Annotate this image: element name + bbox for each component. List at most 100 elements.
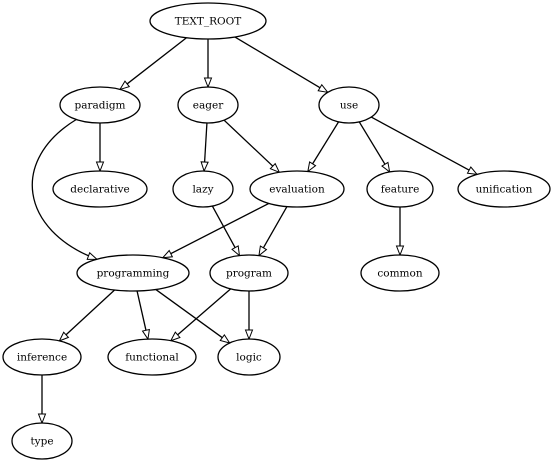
edges-layer: [31, 36, 479, 425]
edge-feature-to-common: [395, 207, 405, 257]
arrowhead-icon: [381, 161, 391, 174]
edge-line: [162, 202, 270, 259]
node-label: eager: [193, 100, 224, 112]
arrowhead-icon: [95, 161, 105, 173]
edge-line: [223, 119, 280, 173]
node-label: unification: [476, 184, 533, 196]
arrowhead-icon: [169, 331, 181, 342]
node-inference: inference: [2, 338, 82, 376]
node-ellipse: [76, 254, 190, 292]
arrowhead-icon: [37, 413, 47, 425]
arrowhead-icon: [141, 328, 150, 341]
edge-programming-to-inference: [58, 289, 116, 342]
edge-lazy-to-program: [211, 205, 241, 257]
node-program: program: [209, 254, 289, 292]
arrowhead-icon: [231, 245, 241, 257]
edge-evaluation-to-programming: [161, 202, 270, 259]
node-label: use: [340, 100, 358, 112]
node-ellipse: [172, 170, 234, 208]
node-logic: logic: [217, 338, 281, 376]
edge-line: [307, 121, 340, 172]
node-ellipse: [366, 170, 434, 208]
edge-text_root-to-use: [234, 36, 329, 94]
arrowhead-icon: [203, 77, 213, 89]
node-lazy: lazy: [172, 170, 234, 208]
edge-eager-to-evaluation: [223, 119, 281, 174]
edge-paradigm-to-programming: [31, 118, 99, 260]
edge-use-to-evaluation: [307, 121, 340, 173]
node-ellipse: [360, 254, 440, 292]
node-label: evaluation: [269, 184, 325, 196]
node-label: programming: [97, 268, 170, 280]
node-label: type: [30, 436, 53, 448]
arrowhead-icon: [269, 162, 281, 174]
node-label: feature: [381, 184, 420, 196]
edge-programming-to-logic: [155, 288, 231, 344]
node-functional: functional: [107, 338, 197, 376]
node-text-root: TEXT_ROOT: [149, 2, 267, 40]
node-label: program: [226, 268, 272, 280]
node-unification: unification: [457, 170, 551, 208]
node-label: inference: [17, 352, 67, 364]
node-ellipse: [217, 338, 281, 376]
edge-line: [119, 37, 187, 90]
edge-text_root-to-paradigm: [118, 37, 187, 91]
edge-line: [170, 288, 232, 342]
edge-inference-to-type: [37, 375, 47, 425]
arrowhead-icon: [466, 166, 479, 176]
edge-text_root-to-eager: [203, 39, 213, 89]
edge-paradigm-to-declarative: [95, 123, 105, 173]
edge-use-to-unification: [370, 116, 479, 176]
node-ellipse: [11, 422, 73, 460]
edge-line: [59, 289, 116, 342]
arrowhead-icon: [317, 83, 329, 94]
node-evaluation: evaluation: [249, 170, 345, 208]
node-declarative: declarative: [52, 170, 148, 208]
node-label: functional: [125, 352, 179, 364]
node-ellipse: [318, 86, 380, 124]
node-use: use: [318, 86, 380, 124]
arrowhead-icon: [58, 331, 70, 342]
edge-use-to-feature: [358, 121, 391, 174]
node-ellipse: [2, 338, 82, 376]
node-programming: programming: [76, 254, 190, 292]
edge-program-to-functional: [169, 288, 232, 342]
edge-line: [31, 118, 98, 260]
arrowhead-icon: [307, 161, 317, 173]
node-ellipse: [52, 170, 148, 208]
node-feature: feature: [366, 170, 434, 208]
arrowhead-icon: [244, 329, 254, 341]
edge-evaluation-to-program: [258, 206, 288, 257]
arrowhead-icon: [161, 249, 174, 259]
node-label: lazy: [192, 184, 213, 196]
node-paradigm: paradigm: [59, 86, 141, 124]
arrowhead-icon: [258, 245, 268, 257]
arrowhead-icon: [395, 245, 405, 257]
node-ellipse: [249, 170, 345, 208]
node-ellipse: [59, 86, 141, 124]
edge-programming-to-functional: [136, 290, 150, 341]
edge-eager-to-lazy: [200, 122, 209, 173]
arrowhead-icon: [86, 251, 99, 260]
node-label: declarative: [70, 184, 129, 196]
node-label: TEXT_ROOT: [175, 16, 242, 28]
node-ellipse: [209, 254, 289, 292]
edge-program-to-logic: [244, 291, 254, 341]
node-eager: eager: [177, 86, 239, 124]
edge-line: [155, 288, 230, 344]
node-ellipse: [107, 338, 197, 376]
arrowhead-icon: [118, 80, 131, 91]
node-ellipse: [149, 2, 267, 40]
node-common: common: [360, 254, 440, 292]
arrowhead-icon: [219, 333, 231, 344]
node-label: common: [377, 268, 422, 280]
edge-line: [358, 121, 391, 173]
arrowhead-icon: [200, 161, 209, 173]
node-label: logic: [236, 352, 262, 364]
node-type: type: [11, 422, 73, 460]
node-ellipse: [457, 170, 551, 208]
node-ellipse: [177, 86, 239, 124]
node-label: paradigm: [74, 100, 125, 112]
